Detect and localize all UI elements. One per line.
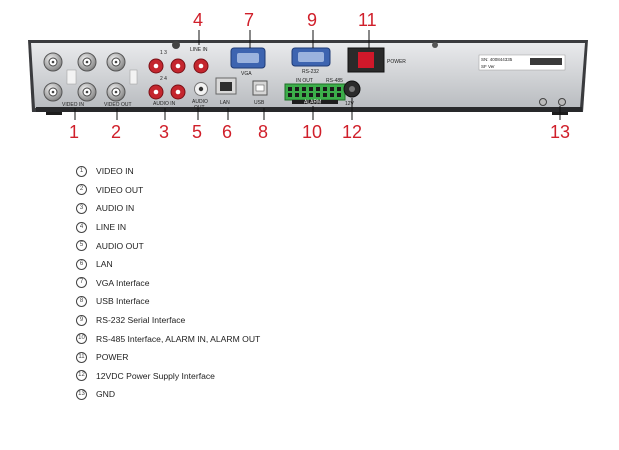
group-24-label: 2 4 xyxy=(160,76,167,82)
legend-item: 10 RS-485 Interface, ALARM IN, ALARM OUT xyxy=(76,329,260,348)
callout-10: 10 xyxy=(302,122,322,142)
lan-port xyxy=(215,77,237,95)
legend-text: GND xyxy=(96,389,116,400)
legend-marker: 6 xyxy=(76,258,87,270)
callout-5: 5 xyxy=(192,122,202,142)
rs485-label: RS-485 xyxy=(326,78,343,84)
legend-marker: 9 xyxy=(76,314,87,326)
legend-item: 6 LAN xyxy=(76,255,260,274)
legend-marker: 4 xyxy=(76,221,87,233)
legend-item: 4 LINE IN xyxy=(76,218,260,237)
legend-item: 3 AUDIO IN xyxy=(76,199,260,218)
video-out-label: VIDEO OUT xyxy=(104,102,132,108)
legend-item: 12 12VDC Power Supply Interface xyxy=(76,367,260,386)
power-label: POWER xyxy=(387,59,406,65)
callout-3: 3 xyxy=(159,122,169,142)
callout-2: 2 xyxy=(111,122,121,142)
legend-text: VIDEO OUT xyxy=(96,184,144,195)
audio-out-port xyxy=(194,82,208,96)
audio-in-ports xyxy=(148,41,186,100)
callout-lines xyxy=(74,30,561,120)
line-in-label: LINE IN xyxy=(190,47,208,53)
legend-item: 13 GND xyxy=(76,385,260,404)
rear-panel-diagram: VIDEO IN VIDEO OUT 1 3 2 4 AUDIO IN LINE… xyxy=(28,10,588,142)
legend-item: 2 VIDEO OUT xyxy=(76,181,260,200)
legend-text: VIDEO IN xyxy=(96,166,134,177)
callout-9: 9 xyxy=(307,10,317,30)
line-in-port xyxy=(193,58,209,74)
chassis-screws xyxy=(432,42,566,106)
legend-text: LINE IN xyxy=(96,222,127,233)
alarm-terminal-block xyxy=(284,83,346,104)
callout-12: 12 xyxy=(342,122,362,142)
legend-item: 11 POWER xyxy=(76,348,260,367)
callout-1: 1 xyxy=(69,122,79,142)
callout-4: 4 xyxy=(193,10,203,30)
legend-item: 1 VIDEO IN xyxy=(76,162,260,181)
rs232-label: RS-232 xyxy=(302,69,319,75)
video-in-label: VIDEO IN xyxy=(62,102,84,108)
callout-13: 13 xyxy=(550,122,570,142)
legend-item: 8 USB Interface xyxy=(76,292,260,311)
legend-marker: 8 xyxy=(76,295,87,307)
legend-text: AUDIO IN xyxy=(96,203,135,214)
software-version: SF Ver xyxy=(481,64,495,69)
audio-out-label-2: OUT xyxy=(194,105,205,111)
legend-marker: 11 xyxy=(76,351,87,363)
rs232-port xyxy=(291,47,331,67)
usb-port xyxy=(252,80,268,96)
callout-8: 8 xyxy=(258,122,268,142)
legend-marker: 1 xyxy=(76,165,87,177)
audio-in-label: AUDIO IN xyxy=(153,101,176,107)
audio-out-label-1: AUDIO xyxy=(192,99,208,105)
legend-text: POWER xyxy=(96,352,129,363)
vga-port xyxy=(230,47,266,69)
dc12v-label: 12V xyxy=(345,101,355,107)
legend-marker: 3 xyxy=(76,202,87,214)
legend-marker: 10 xyxy=(76,333,87,345)
lan-label: LAN xyxy=(220,100,230,106)
alarm-label: ALARM xyxy=(304,100,321,106)
legend-text: RS-485 Interface, ALARM IN, ALARM OUT xyxy=(96,333,261,344)
serial-number: SN: 400844335 xyxy=(481,57,513,62)
callout-6: 6 xyxy=(222,122,232,142)
legend-text: 12VDC Power Supply Interface xyxy=(96,370,215,381)
legend-text: AUDIO OUT xyxy=(96,240,144,251)
vga-label: VGA xyxy=(241,71,252,77)
group-13-label: 1 3 xyxy=(160,50,167,56)
legend-text: LAN xyxy=(96,259,113,270)
legend-item: 9 RS-232 Serial Interface xyxy=(76,311,260,330)
legend-text: RS-232 Serial Interface xyxy=(96,315,186,326)
in-out-label: IN OUT xyxy=(296,78,313,84)
legend-marker: 2 xyxy=(76,184,87,196)
legend-marker: 7 xyxy=(76,277,87,289)
dc-power-jack xyxy=(343,80,361,98)
legend-text: USB Interface xyxy=(96,296,150,307)
usb-label: USB xyxy=(254,100,265,106)
legend-marker: 5 xyxy=(76,240,87,252)
legend-item: 7 VGA Interface xyxy=(76,274,260,293)
power-switch xyxy=(347,47,385,73)
device-chassis xyxy=(28,40,588,115)
legend-item: 5 AUDIO OUT xyxy=(76,236,260,255)
legend-text: VGA Interface xyxy=(96,277,150,288)
legend-marker: 12 xyxy=(76,370,87,382)
video-in-ports xyxy=(43,52,97,102)
callout-11: 11 xyxy=(358,10,377,30)
legend-marker: 13 xyxy=(76,388,87,400)
video-out-ports xyxy=(106,52,138,102)
callout-7: 7 xyxy=(244,10,254,30)
serial-sticker xyxy=(478,54,566,71)
